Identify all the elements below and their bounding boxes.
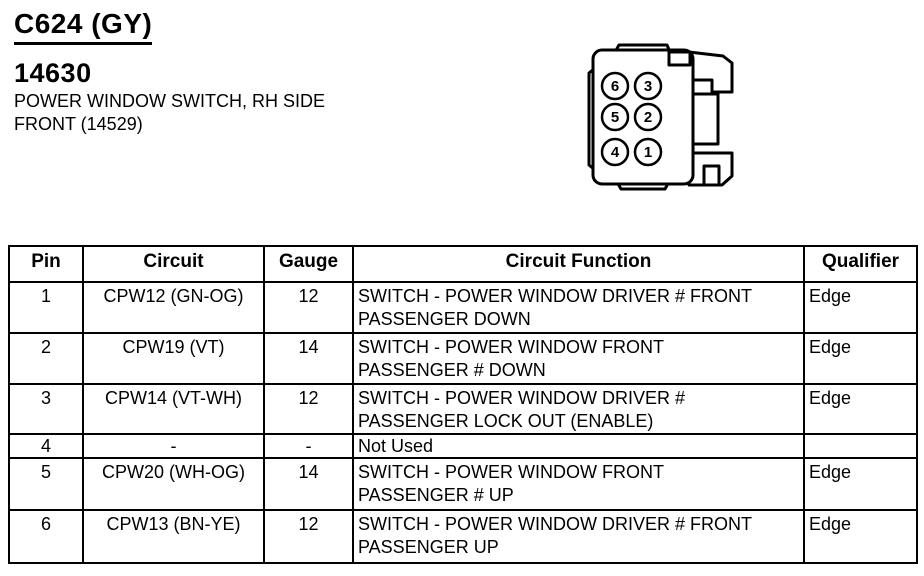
pin-circle: [633, 71, 663, 101]
function-cell: SWITCH - POWER WINDOW DRIVER # FRONT PAS…: [352, 281, 805, 334]
pin-number-label: 2: [644, 109, 652, 126]
pinout-table: Pin Circuit Gauge Circuit Function Quali…: [8, 245, 918, 564]
part-description: POWER WINDOW SWITCH, RH SIDE FRONT (1452…: [14, 91, 325, 134]
connector-id-title: C624 (GY): [14, 8, 153, 45]
function-cell: SWITCH - POWER WINDOW DRIVER # FRONT PAS…: [352, 509, 805, 564]
function-cell: SWITCH - POWER WINDOW DRIVER # PASSENGER…: [352, 383, 805, 435]
connector-diagram: 6 3 5 2 4 1: [587, 43, 734, 191]
pin-cell: 6: [8, 509, 84, 564]
pin-cell: 5: [8, 457, 84, 511]
table-row: 2 CPW19 (VT) 14 SWITCH - POWER WINDOW FR…: [8, 332, 918, 385]
connector-top-latch: [687, 50, 734, 94]
pin-number-label: 5: [611, 109, 619, 126]
pin-circle: [600, 102, 630, 132]
pin-cell: 4: [8, 433, 84, 459]
part-number: 14630: [14, 58, 92, 88]
qualifier-cell: Edge: [803, 383, 918, 435]
qualifier-cell: Edge: [803, 332, 918, 385]
qualifier-cell: [803, 433, 918, 459]
table-row: 5 CPW20 (WH-OG) 14 SWITCH - POWER WINDOW…: [8, 457, 918, 511]
pin-circle: [633, 137, 663, 167]
pin-number-label: 4: [611, 144, 620, 161]
pin-circle: [633, 102, 663, 132]
gauge-cell: 12: [263, 281, 354, 334]
connector-key-notch: [667, 50, 692, 67]
table-row: 1 CPW12 (GN-OG) 12 SWITCH - POWER WINDOW…: [8, 281, 918, 334]
qualifier-cell: Edge: [803, 457, 918, 511]
pin-cell: 1: [8, 281, 84, 334]
table-row: 3 CPW14 (VT-WH) 12 SWITCH - POWER WINDOW…: [8, 383, 918, 435]
pin-number-label: 3: [644, 78, 652, 95]
table-header-row: Pin Circuit Gauge Circuit Function Quali…: [8, 245, 918, 283]
function-cell: Not Used: [352, 433, 805, 459]
circuit-cell: CPW14 (VT-WH): [82, 383, 265, 435]
circuit-cell: CPW12 (GN-OG): [82, 281, 265, 334]
function-cell: SWITCH - POWER WINDOW FRONT PASSENGER # …: [352, 332, 805, 385]
gauge-cell: 12: [263, 509, 354, 564]
pin-number-label: 6: [611, 78, 619, 95]
gauge-cell: 14: [263, 457, 354, 511]
column-header-circuit: Circuit: [82, 245, 265, 283]
gauge-cell: 14: [263, 332, 354, 385]
pin-cell: 3: [8, 383, 84, 435]
pin-cell: 2: [8, 332, 84, 385]
circuit-cell: CPW19 (VT): [82, 332, 265, 385]
column-header-circuit-function: Circuit Function: [352, 245, 805, 283]
column-header-qualifier: Qualifier: [803, 245, 918, 283]
qualifier-cell: Edge: [803, 281, 918, 334]
pin-circle: [600, 71, 630, 101]
circuit-cell: CPW13 (BN-YE): [82, 509, 265, 564]
connector-pins: 6 3 5 2 4 1: [600, 71, 663, 167]
circuit-cell: -: [82, 433, 265, 459]
pin-number-label: 1: [644, 144, 652, 161]
gauge-cell: 12: [263, 383, 354, 435]
table-row: 6 CPW13 (BN-YE) 12 SWITCH - POWER WINDOW…: [8, 509, 918, 564]
connector-bottom-latch-notch: [702, 164, 721, 187]
column-header-gauge: Gauge: [263, 245, 354, 283]
column-header-pin: Pin: [8, 245, 84, 283]
function-cell: SWITCH - POWER WINDOW FRONT PASSENGER # …: [352, 457, 805, 511]
table-row: 4 - - Not Used: [8, 433, 918, 459]
circuit-cell: CPW20 (WH-OG): [82, 457, 265, 511]
pin-circle: [600, 137, 630, 167]
gauge-cell: -: [263, 433, 354, 459]
qualifier-cell: Edge: [803, 509, 918, 564]
